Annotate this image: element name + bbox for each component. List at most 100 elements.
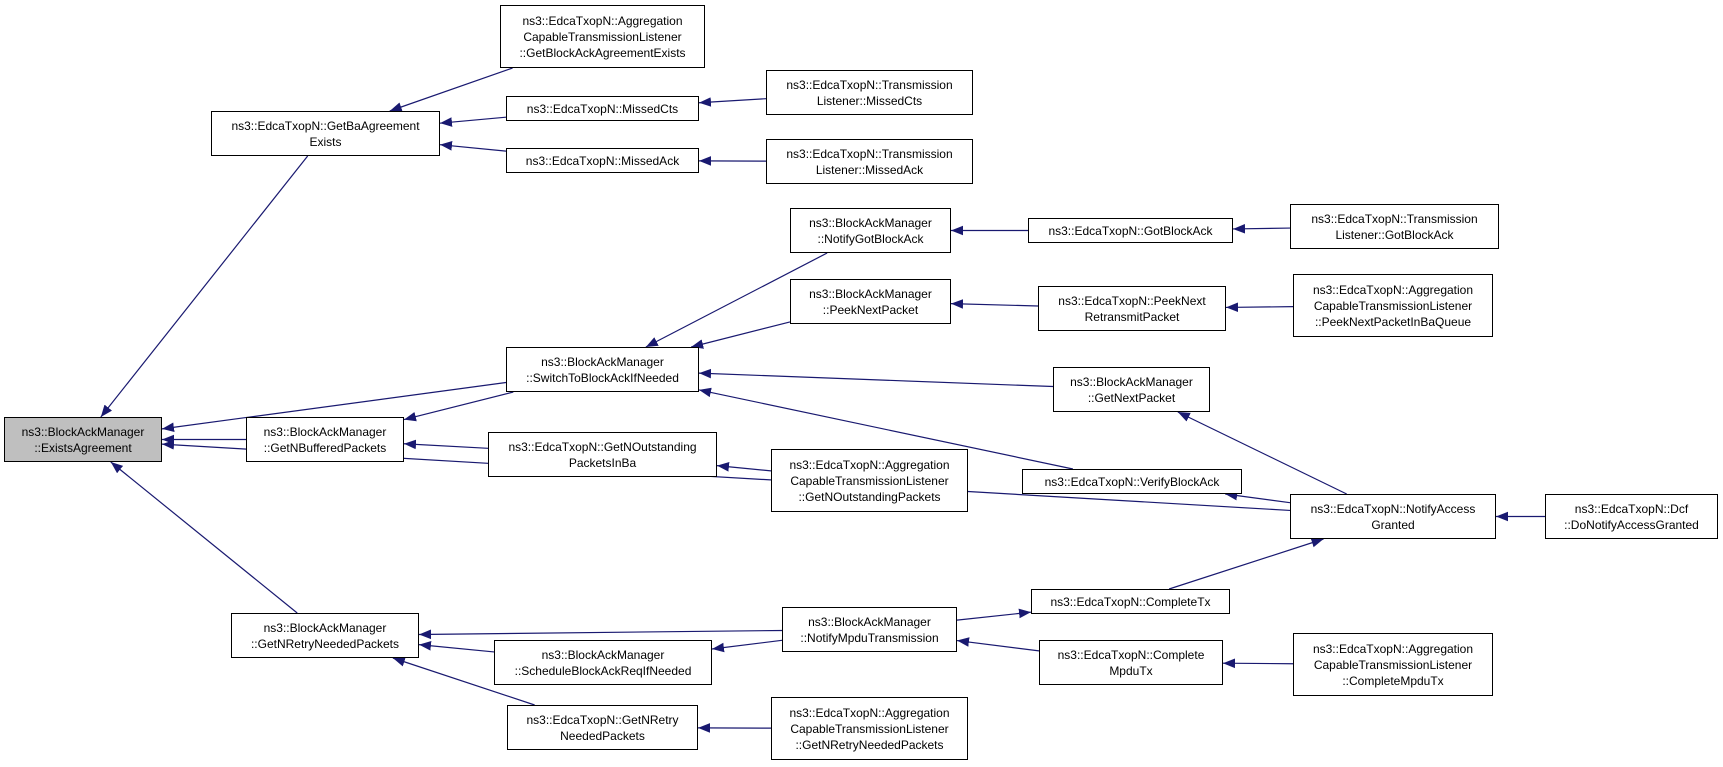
node-label-line: CapableTransmissionListener <box>790 473 949 488</box>
node-getnextpacket[interactable]: ns3::BlockAckManager::GetNextPacket <box>1053 367 1210 412</box>
node-label-line: CapableTransmissionListener <box>1313 298 1473 313</box>
node-label-line: ns3::EdcaTxopN::Aggregation <box>1312 282 1474 297</box>
edge-tl_gotblockack-to-gotblockack <box>1232 223 1291 234</box>
node-label-line: ::GetNBufferedPackets <box>263 440 387 455</box>
node-label-line: ::NotifyMpduTransmission <box>800 630 939 645</box>
edge-peeknextretx-to-peeknext <box>950 299 1039 309</box>
node-label-line: ::GetNRetryNeededPackets <box>795 737 944 752</box>
edge-getba-to-root <box>100 155 309 418</box>
node-peeknext[interactable]: ns3::BlockAckManager::PeekNextPacket <box>790 279 951 324</box>
node-switchto[interactable]: ns3::BlockAckManager::SwitchToBlockAckIf… <box>506 347 699 392</box>
node-missedack[interactable]: ns3::EdcaTxopN::MissedAck <box>506 148 699 173</box>
node-label-line: ns3::EdcaTxopN::Aggregation <box>522 13 683 28</box>
node-label-line: ns3::EdcaTxopN::Aggregation <box>789 705 950 720</box>
node-label-line: ns3::EdcaTxopN::Aggregation <box>789 457 950 472</box>
node-label-line: ::PeekNextPacketInBaQueue <box>1314 314 1472 329</box>
node-label-line: ::GetNextPacket <box>1087 390 1176 405</box>
edge-getnoutstanding-to-getnbuffered <box>403 439 489 450</box>
edge-getnretry-to-root <box>110 461 298 614</box>
edge-schedbar-to-getnretry <box>418 641 495 653</box>
node-label-line: ns3::EdcaTxopN::GotBlockAck <box>1048 223 1213 238</box>
node-root[interactable]: ns3::BlockAckManager::ExistsAgreement <box>4 417 162 462</box>
node-label-line: CapableTransmissionListener <box>1313 657 1473 672</box>
edge-getnretryedca-to-getnretry <box>392 657 535 706</box>
edge-completempdu-to-notifympdu <box>956 637 1040 652</box>
node-label-line: ns3::EdcaTxopN::GetNRetry <box>526 712 679 727</box>
edge-notifympdu-to-completetx <box>956 608 1032 621</box>
node-getnbuffered[interactable]: ns3::BlockAckManager::GetNBufferedPacket… <box>246 417 404 462</box>
node-label-line: ns3::BlockAckManager <box>263 620 387 635</box>
node-notifympdu[interactable]: ns3::BlockAckManager::NotifyMpduTransmis… <box>782 607 957 652</box>
node-label-line: ns3::EdcaTxopN::Transmission <box>786 146 953 161</box>
node-label-line: ns3::BlockAckManager <box>21 424 145 439</box>
edge-notifyaccess-to-verify <box>1225 490 1291 504</box>
node-label-line: ns3::EdcaTxopN::Dcf <box>1574 501 1689 516</box>
edge-notifympdu-to-schedbar <box>711 639 783 653</box>
node-missedcts[interactable]: ns3::EdcaTxopN::MissedCts <box>506 96 699 121</box>
node-label-line: ns3::EdcaTxopN::VerifyBlockAck <box>1044 474 1220 489</box>
edge-agg_getba-to-getba <box>389 67 513 112</box>
node-label-line: ::GetNOutstandingPackets <box>798 489 941 504</box>
node-schedbar[interactable]: ns3::BlockAckManager::ScheduleBlockAckRe… <box>494 640 712 685</box>
node-label-line: ns3::BlockAckManager <box>1070 374 1193 389</box>
node-gotblockack[interactable]: ns3::EdcaTxopN::GotBlockAck <box>1028 218 1233 243</box>
edge-switchto-to-getnbuffered <box>403 391 514 422</box>
node-notifygot[interactable]: ns3::BlockAckManager::NotifyGotBlockAck <box>790 208 951 253</box>
node-label-line: ns3::BlockAckManager <box>541 647 665 662</box>
node-label-line: ns3::EdcaTxopN::GetNOutstanding <box>508 439 697 454</box>
node-label-line: ns3::EdcaTxopN::CompleteTx <box>1050 594 1211 609</box>
node-label-line: Listener::MissedAck <box>815 162 924 177</box>
node-label-line: ns3::BlockAckManager <box>808 614 931 629</box>
node-label-line: PacketsInBa <box>568 455 637 470</box>
node-label-line: ns3::EdcaTxopN::Aggregation <box>1312 641 1474 656</box>
node-label-line: ::DoNotifyAccessGranted <box>1564 517 1699 532</box>
edge-missedcts-to-getba <box>439 116 507 127</box>
node-label-line: ::GetNRetryNeededPackets <box>250 636 400 651</box>
edge-completetx-to-notifyaccess <box>1168 538 1324 590</box>
node-label-line: ::PeekNextPacket <box>822 302 919 317</box>
edge-agg_complete-to-completempdu <box>1222 658 1294 669</box>
node-getnretry[interactable]: ns3::BlockAckManager::GetNRetryNeededPac… <box>231 613 419 658</box>
node-dcf[interactable]: ns3::EdcaTxopN::Dcf::DoNotifyAccessGrant… <box>1545 494 1718 539</box>
node-label-line: MpduTx <box>1109 663 1153 678</box>
node-label-line: ns3::EdcaTxopN::MissedAck <box>525 153 680 168</box>
node-label-line: ns3::BlockAckManager <box>541 354 664 369</box>
node-label-line: ::ScheduleBlockAckReqIfNeeded <box>514 663 692 678</box>
node-label-line: NeededPackets <box>560 728 645 743</box>
node-label-line: Granted <box>1371 517 1415 532</box>
node-label-line: CapableTransmissionListener <box>790 721 949 736</box>
node-label-line: ::SwitchToBlockAckIfNeeded <box>526 370 679 385</box>
node-label-line: ns3::EdcaTxopN::Transmission <box>1311 211 1478 226</box>
node-label-line: ::CompleteMpduTx <box>1342 673 1444 688</box>
edge-agg_getnout-to-getnoutstanding <box>716 462 772 472</box>
node-completetx[interactable]: ns3::EdcaTxopN::CompleteTx <box>1031 589 1230 614</box>
node-label-line: ns3::EdcaTxopN::MissedCts <box>526 101 679 116</box>
node-label-line: ns3::EdcaTxopN::PeekNext <box>1058 293 1206 308</box>
node-label-line: ::ExistsAgreement <box>34 440 132 455</box>
node-label-line: ::GetBlockAckAgreementExists <box>519 45 686 60</box>
node-label-line: Listener::GotBlockAck <box>1335 227 1454 242</box>
node-label-line: ::NotifyGotBlockAck <box>817 231 924 246</box>
node-label-line: CapableTransmissionListener <box>523 29 682 44</box>
edge-switchto-to-root <box>161 381 507 433</box>
node-label-line: RetransmitPacket <box>1084 309 1180 324</box>
node-label-line: ns3::EdcaTxopN::Transmission <box>786 77 953 92</box>
node-verify[interactable]: ns3::EdcaTxopN::VerifyBlockAck <box>1022 469 1242 494</box>
edge-getnextpacket-to-switchto <box>698 368 1054 388</box>
edge-notifympdu-to-getnretry <box>418 629 783 640</box>
